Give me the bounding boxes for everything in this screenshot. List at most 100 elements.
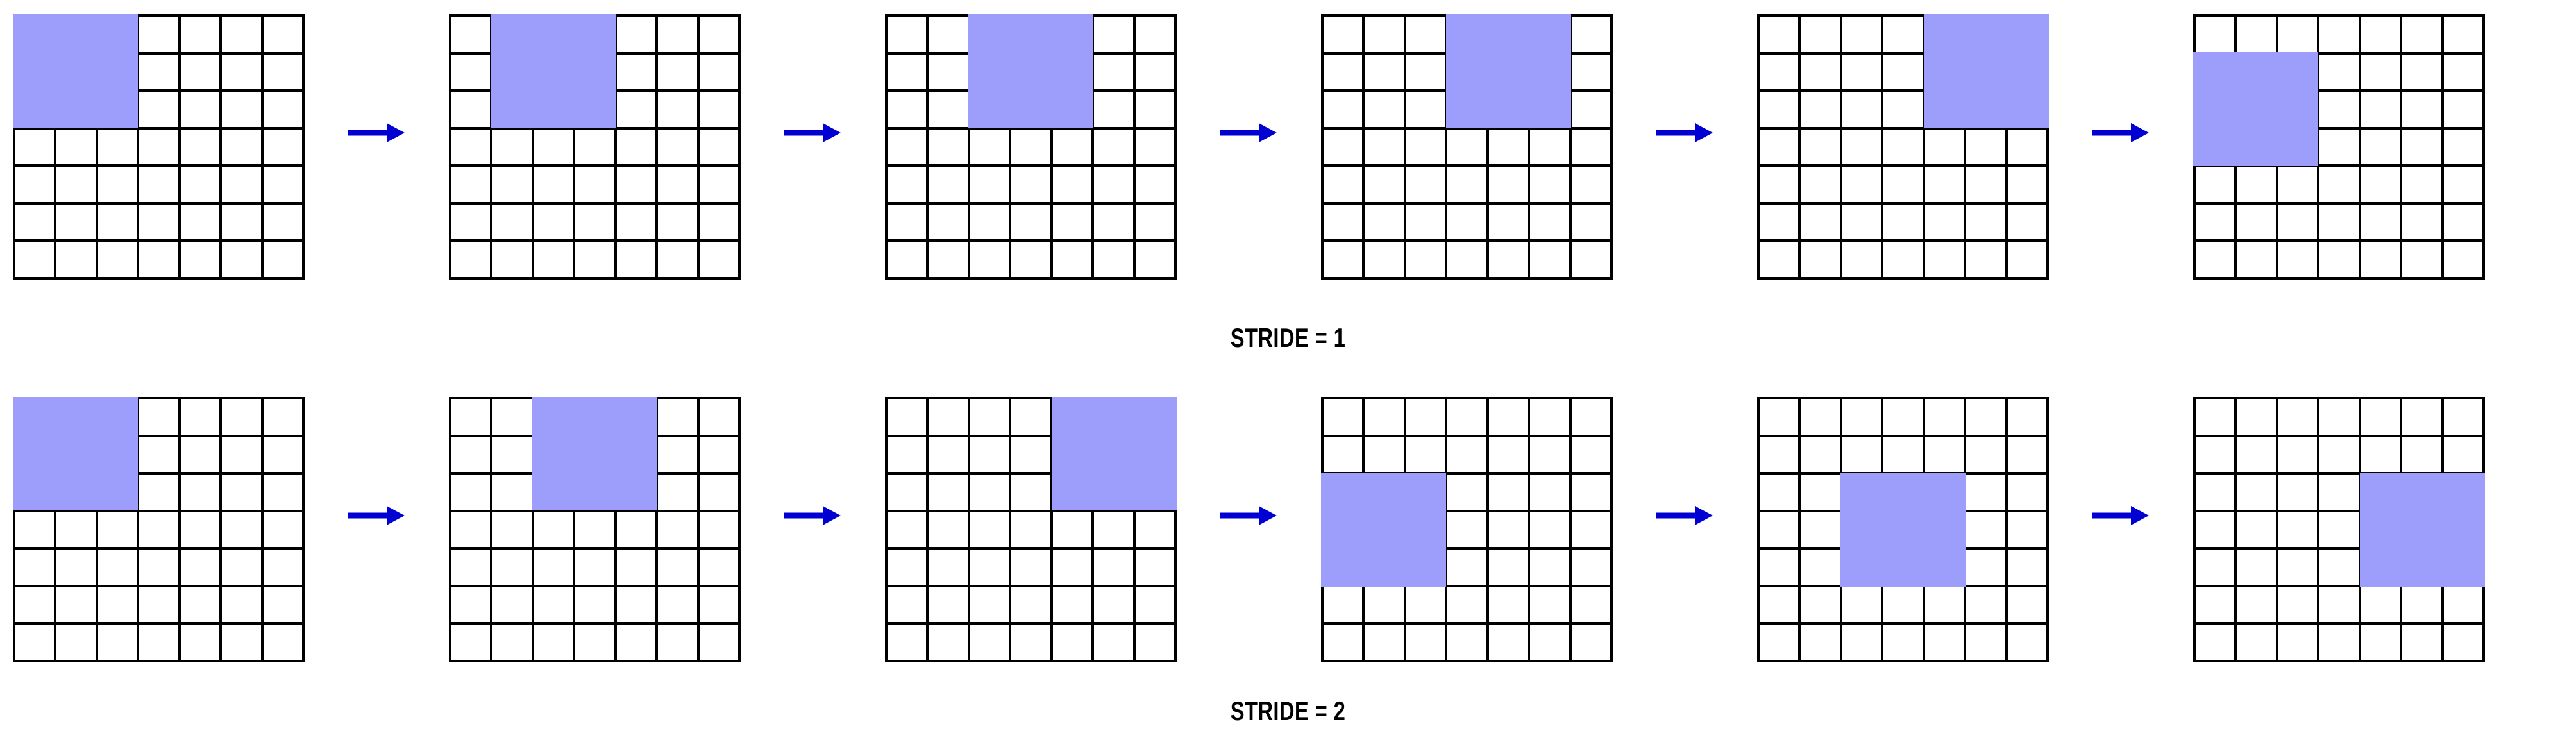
grid-cell [97,399,140,437]
grid-cell [929,204,970,242]
grid-cell [1571,625,1613,662]
grid-cell [888,242,929,280]
grid-cell [1011,550,1053,587]
grid-cell [1883,437,1925,475]
grid-cell [2361,129,2403,167]
grid-cell [1011,437,1053,475]
grid-cell [1801,242,1842,280]
grid-cell [1488,587,1531,625]
grid-cell [1966,399,2008,437]
grid-cell [1571,242,1613,280]
arrow-head [1695,506,1713,525]
grid-cell [888,625,929,662]
grid-cell [1135,17,1177,55]
grid-cell [2237,512,2278,550]
grid-cell [180,17,223,55]
grid-cell [534,587,576,625]
grid-cell [1801,399,1842,437]
grid-cell [1760,475,1801,512]
grid-cell [97,242,140,280]
grid-cell [15,399,57,437]
grid-cell [2361,167,2403,205]
grid-cell [263,54,305,92]
grid-cell [929,550,970,587]
grid-cell [699,54,741,92]
grid-cell [1842,92,1884,130]
grid-cell [180,399,223,437]
grid-cell [1801,512,1842,550]
grid-cell [1883,625,1925,662]
grid-cell [658,437,700,475]
grid-cell [1571,204,1613,242]
grid-cell [263,129,305,167]
grid-cell [56,129,98,167]
grid-cell [1094,475,1136,512]
grid-cell [139,587,181,625]
grid-cell [492,167,534,205]
grid-cell [139,475,181,512]
grid-cell [970,92,1012,130]
arrow-shaft [348,512,388,519]
grid-cell [1135,437,1177,475]
grid-cell [2007,587,2049,625]
grid-cell [263,399,305,437]
grid-cell [1883,399,1925,437]
grid-cell [658,587,700,625]
grid-cell [2007,129,2049,167]
grid-cell [1406,54,1448,92]
grid-cell [1924,587,1967,625]
grid-cell [2443,625,2485,662]
grid-cell [699,625,741,662]
grid-cell [263,204,305,242]
grid-cell [1094,399,1136,437]
grid-cell [222,167,264,205]
grid-cell [1966,129,2008,167]
grid-cell [180,242,223,280]
grid-cell [888,129,929,167]
grid-cell [1324,17,1365,55]
grid-cell [2443,242,2485,280]
grid-cell [1488,399,1531,437]
arrow-right-icon [2092,123,2149,142]
grid-cell [1052,54,1095,92]
grid-cell [139,129,181,167]
grid-cell [1883,129,1925,167]
grid-cell [970,475,1012,512]
grid-cell [2278,625,2320,662]
grid-cell [2007,17,2049,55]
grid-cell [222,437,264,475]
grid-cell [1052,129,1095,167]
grid-cell [1052,92,1095,130]
arrow-right-icon [1220,123,1277,142]
grid-cell [970,54,1012,92]
grid-cell [2007,437,2049,475]
grid-cell [2237,54,2278,92]
grid-cell [492,550,534,587]
grid-cell [2196,129,2237,167]
grid-cell [929,17,970,55]
grid-cell [15,54,57,92]
grid-cell [56,587,98,625]
grid-cell [1011,625,1053,662]
grid-cell [2196,587,2237,625]
grid-cell [1094,204,1136,242]
arrow-head [1259,123,1277,142]
grid-cell [616,475,659,512]
grid-cell [2196,512,2237,550]
grid-cell [1966,54,2008,92]
grid-cell [451,17,493,55]
grid-cell [1488,437,1531,475]
grid-cell [616,92,659,130]
grid-cell [616,587,659,625]
stride-1-sequence [0,0,2576,301]
grid-cell [929,587,970,625]
grid-cell [2443,204,2485,242]
grid-cell [1488,129,1531,167]
arrow-shaft [784,512,824,519]
grid-cell [15,437,57,475]
grid-cell [1406,17,1448,55]
grid-cell [2278,17,2320,55]
grid-cell [699,17,741,55]
grid-cell [1760,587,1801,625]
grid-cell [1571,475,1613,512]
